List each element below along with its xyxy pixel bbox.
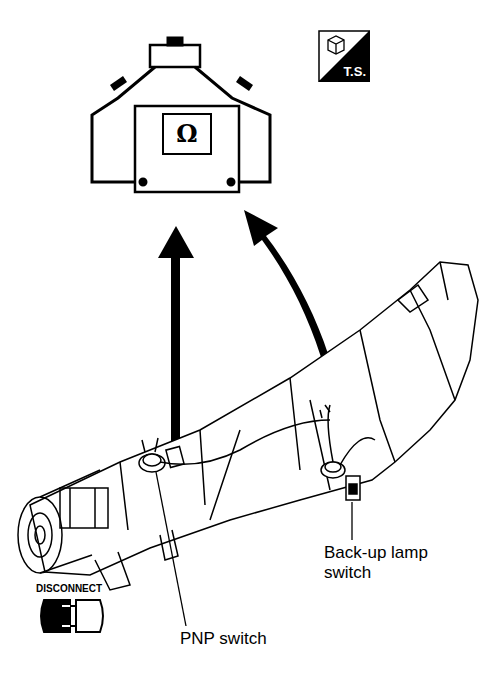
trouble-shooting-icon: T.S. bbox=[318, 30, 370, 82]
disconnect-label: DISCONNECT bbox=[34, 582, 104, 596]
ohmmeter-circuit bbox=[92, 38, 270, 192]
part-label: PNP switch bbox=[178, 628, 269, 650]
ohmmeter-symbol: Ω bbox=[162, 113, 212, 155]
ohm-symbol: Ω bbox=[176, 122, 197, 146]
icon-text: T.S. bbox=[344, 65, 366, 78]
pnp-switch bbox=[139, 420, 330, 472]
backup-lamp-switch bbox=[321, 405, 375, 500]
disconnect-icon bbox=[41, 600, 103, 632]
part-label: Back-up lamp switch bbox=[322, 542, 466, 583]
ts-icon-art bbox=[328, 36, 344, 54]
transmission bbox=[18, 262, 478, 590]
